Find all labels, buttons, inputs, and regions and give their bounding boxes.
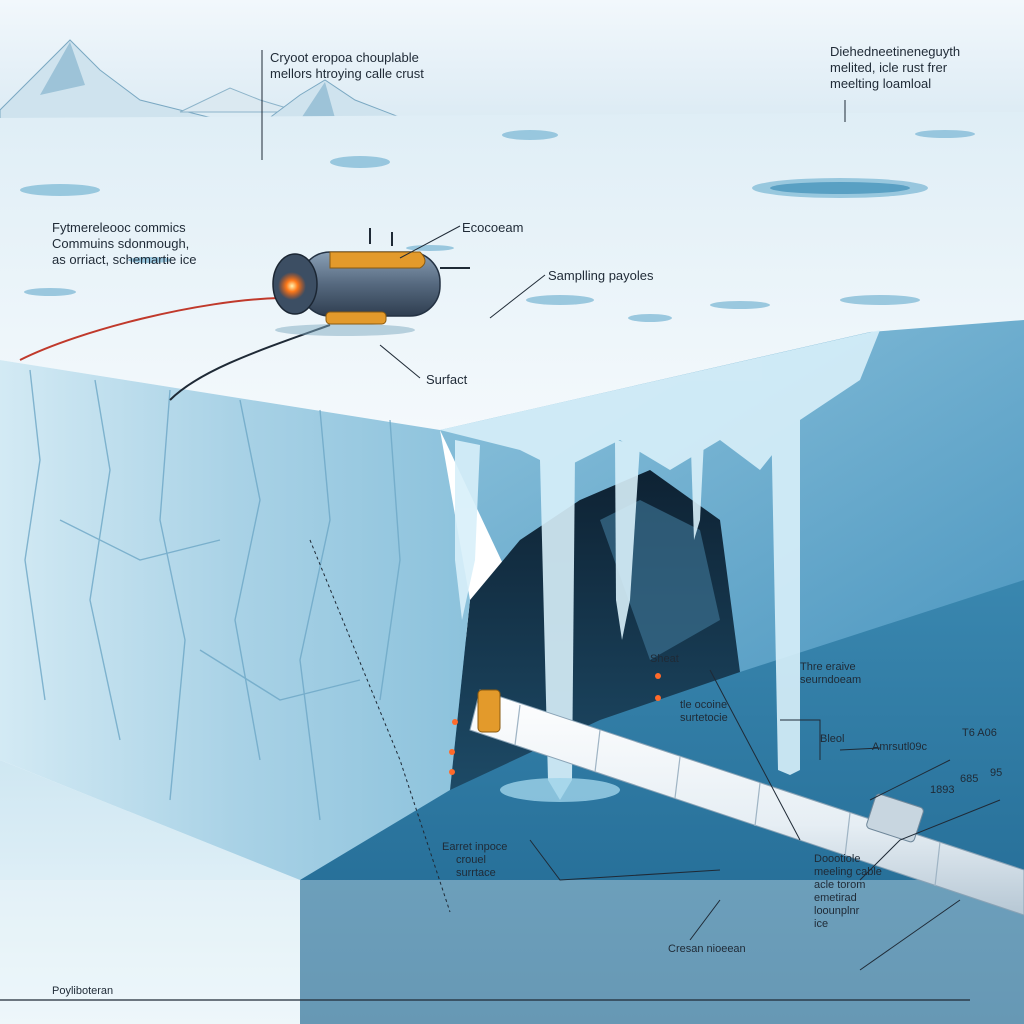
label-poyliboteran: Poyliboteran [52, 985, 113, 997]
melt-pool [500, 778, 620, 802]
label-top-right: Diehedneetineneguyth melited, icle rust … [830, 44, 964, 91]
label-amrsutl: Amrsutl09c [872, 741, 928, 753]
label-top-center: Cryoot eropoa chouplable mellors htroyin… [270, 50, 424, 81]
cryobot-probe [272, 228, 470, 336]
label-bleol: Bleol [820, 733, 844, 745]
sky [0, 0, 1024, 120]
ice-cracks [24, 369, 401, 821]
melt-cable-tube [469, 689, 1024, 916]
leader-lines [0, 50, 1001, 1001]
label-1893: 1893 [930, 784, 954, 796]
label-tle-ocoine: tle ocoine surtetocie [680, 699, 730, 724]
label-sheat: Sheat [650, 653, 679, 665]
label-thre-eraive: Thre eraive seurndoeam [800, 661, 861, 686]
labels: Cryoot eropoa chouplable mellors htroyin… [52, 44, 1002, 997]
label-left-mid: Fytmereleooc commics Commuins sdonmough,… [52, 220, 197, 267]
label-surfact: Surfact [426, 372, 468, 387]
mountains [0, 39, 421, 126]
label-sampling: Samplling payoles [548, 268, 654, 283]
label-cresan: Cresan nioeean [668, 943, 746, 955]
label-ecoocam: Ecocoeam [462, 220, 523, 235]
sea-reflection [0, 760, 300, 1024]
label-685: 685 [960, 773, 978, 785]
label-95: 95 [990, 767, 1002, 779]
label-doootiole: Doootiole meeling cable acle torom emeti… [814, 853, 885, 930]
meltwater-streams [440, 330, 880, 800]
label-t6a06: T6 A06 [962, 727, 997, 739]
sensor-lights [449, 673, 661, 775]
label-earret: Earret inpoce crouel surrtace [442, 841, 511, 879]
